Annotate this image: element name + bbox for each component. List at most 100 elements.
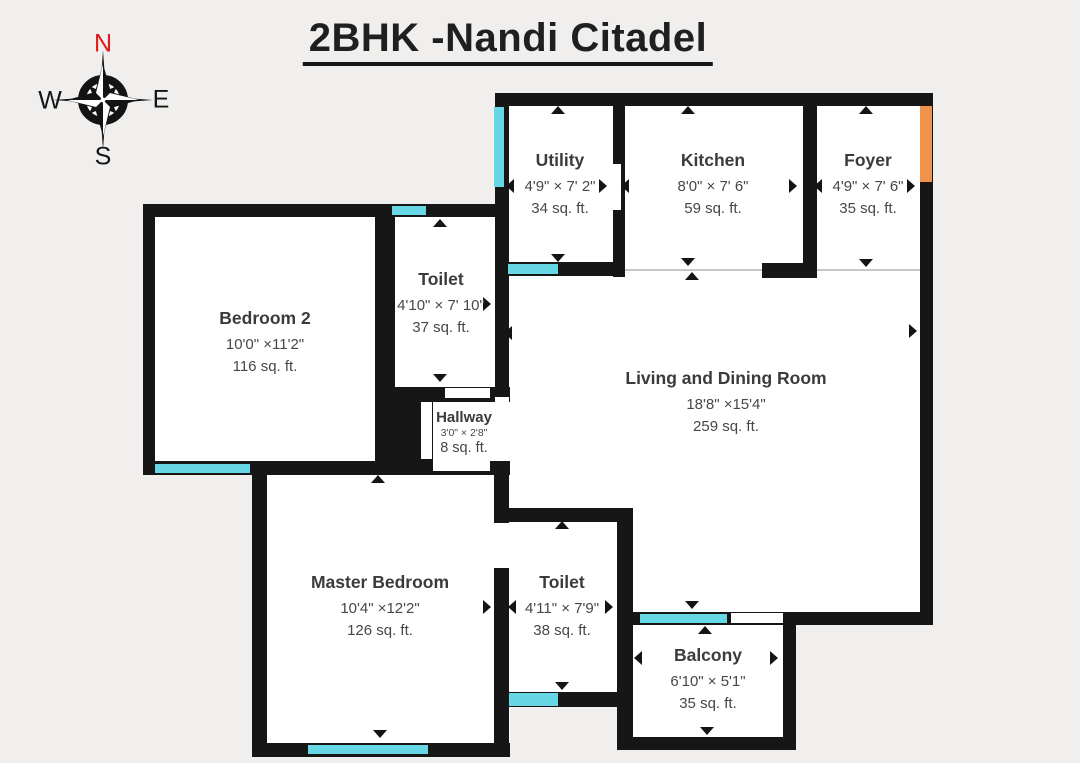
room-label-foyer: Foyer 4'9" × 7' 6" 35 sq. ft.	[832, 149, 903, 219]
arrow-foyer-up	[859, 106, 873, 114]
room-dimensions: 4'11" × 7'9"	[524, 599, 600, 617]
arrow-living-right	[909, 324, 917, 338]
room-name: Living and Dining Room	[625, 367, 827, 388]
window-toilet1-top	[392, 206, 426, 215]
arrow-balcony-right	[770, 651, 778, 665]
room-name: Master Bedroom	[310, 571, 450, 592]
arrow-kitchen-down	[681, 258, 695, 266]
wall-bedroom2-top	[143, 204, 507, 217]
arrow-utility-right	[599, 179, 607, 193]
wall-kitchen-foyer	[803, 93, 817, 263]
room-area: 126 sq. ft.	[347, 621, 413, 639]
arrow-toilet2-right	[605, 600, 613, 614]
arrow-toilet1-right	[483, 297, 491, 311]
window-bedroom2-bottom	[155, 464, 250, 473]
arrow-kitchen-right	[789, 179, 797, 193]
wall-toilet2-top	[495, 508, 633, 522]
open-boundary-foyer-living	[817, 269, 920, 271]
compass-star-icon	[53, 50, 153, 150]
arrow-kitchen-up	[681, 106, 695, 114]
arrow-toilet2-down	[555, 682, 569, 690]
arrow-kitchen-left	[621, 179, 629, 193]
arrow-balcony-up	[698, 626, 712, 634]
arrow-toilet2-up	[555, 521, 569, 529]
wall-master-right	[494, 461, 509, 757]
arrow-utility-up	[551, 106, 565, 114]
wall-kitchen-foyer-foot	[762, 263, 817, 278]
arrow-master-left	[256, 600, 264, 614]
room-name: Foyer	[844, 149, 892, 170]
compass-west-label: W	[38, 86, 62, 115]
door-toilet2	[494, 523, 509, 568]
room-label-utility: Utility 4'9" × 7' 2" 34 sq. ft.	[524, 149, 595, 219]
wall-toilet2-balcony	[617, 508, 633, 750]
room-name: Hallway	[436, 409, 492, 427]
window-utility-left	[494, 107, 504, 187]
wall-balcony-right	[783, 612, 796, 750]
door-bedroom2-hallway	[421, 402, 432, 459]
wall-top	[495, 93, 933, 106]
room-area: 37 sq. ft.	[412, 318, 470, 336]
room-dimensions: 3'0" × 2'8"	[440, 427, 488, 440]
arrow-toilet1-up	[433, 219, 447, 227]
room-label-living-dining: Living and Dining Room 18'8" ×15'4" 259 …	[625, 367, 826, 437]
room-dimensions: 4'10" × 7' 10"	[397, 296, 485, 314]
window-living-bottom	[640, 614, 727, 623]
door-hallway-living	[495, 397, 509, 461]
door-hallway-master	[433, 461, 490, 471]
arrow-foyer-down	[859, 259, 873, 267]
room-area: 38 sq. ft.	[533, 621, 591, 639]
room-name: Utility	[535, 149, 585, 170]
room-label-toilet-1: Toilet 4'10" × 7' 10" 37 sq. ft.	[397, 268, 485, 338]
room-label-balcony: Balcony 6'10" × 5'1" 35 sq. ft.	[670, 644, 745, 714]
window-toilet2-bottom	[509, 693, 558, 706]
arrow-master-down	[373, 730, 387, 738]
arrow-foyer-right	[907, 179, 915, 193]
page-title: 2BHK -Nandi Citadel	[302, 16, 714, 66]
wall-bedroom2-left	[143, 204, 155, 475]
room-name: Bedroom 2	[219, 307, 311, 328]
room-label-toilet-2: Toilet 4'11" × 7'9" 38 sq. ft.	[525, 571, 599, 641]
window-master-bottom	[308, 745, 428, 754]
room-area: 59 sq. ft.	[684, 199, 742, 217]
arrow-living-left	[504, 326, 512, 340]
arrow-master-up	[371, 475, 385, 483]
entry-door-foyer	[920, 106, 932, 182]
compass-north-label: N	[93, 29, 113, 58]
arrow-toilet2-left	[508, 600, 516, 614]
arrow-foyer-left	[814, 179, 822, 193]
arrow-toilet1-down	[433, 374, 447, 382]
room-dimensions: 6'10" × 5'1"	[670, 672, 746, 690]
room-label-kitchen: Kitchen 8'0" × 7' 6" 59 sq. ft.	[677, 149, 748, 219]
room-label-master-bedroom: Master Bedroom 10'4" ×12'2" 126 sq. ft.	[311, 571, 449, 641]
wall-bedroom2-toilet1	[375, 204, 395, 402]
room-area: 116 sq. ft.	[232, 357, 298, 375]
door-living-balcony	[731, 613, 783, 623]
arrow-balcony-down	[700, 727, 714, 735]
room-dimensions: 8'0" × 7' 6"	[677, 177, 749, 195]
open-boundary-kitchen-living	[625, 269, 803, 271]
arrow-living-down	[685, 601, 699, 609]
door-toilet1-hallway	[445, 388, 490, 398]
room-name: Balcony	[673, 644, 743, 665]
wall-balcony-bottom	[617, 737, 796, 750]
room-label-hallway: Hallway 3'0" × 2'8" 8 sq. ft.	[436, 409, 492, 457]
compass-south-label: S	[94, 142, 112, 171]
room-area: 34 sq. ft.	[531, 199, 589, 217]
room-area: 8 sq. ft.	[440, 440, 488, 457]
room-area: 35 sq. ft.	[679, 694, 737, 712]
room-dimensions: 18'8" ×15'4"	[686, 395, 766, 413]
room-dimensions: 4'9" × 7' 2"	[524, 177, 596, 195]
arrow-utility-left	[506, 179, 514, 193]
room-dimensions: 4'9" × 7' 6"	[832, 177, 904, 195]
floor-bedroom2-block	[143, 204, 510, 475]
room-area: 259 sq. ft.	[693, 417, 759, 435]
room-name: Toilet	[539, 571, 585, 592]
room-name: Toilet	[418, 268, 464, 289]
room-dimensions: 10'0" ×11'2"	[225, 335, 305, 353]
compass-east-label: E	[152, 85, 170, 114]
arrow-living-up	[685, 272, 699, 280]
room-dimensions: 10'4" ×12'2"	[340, 599, 420, 617]
